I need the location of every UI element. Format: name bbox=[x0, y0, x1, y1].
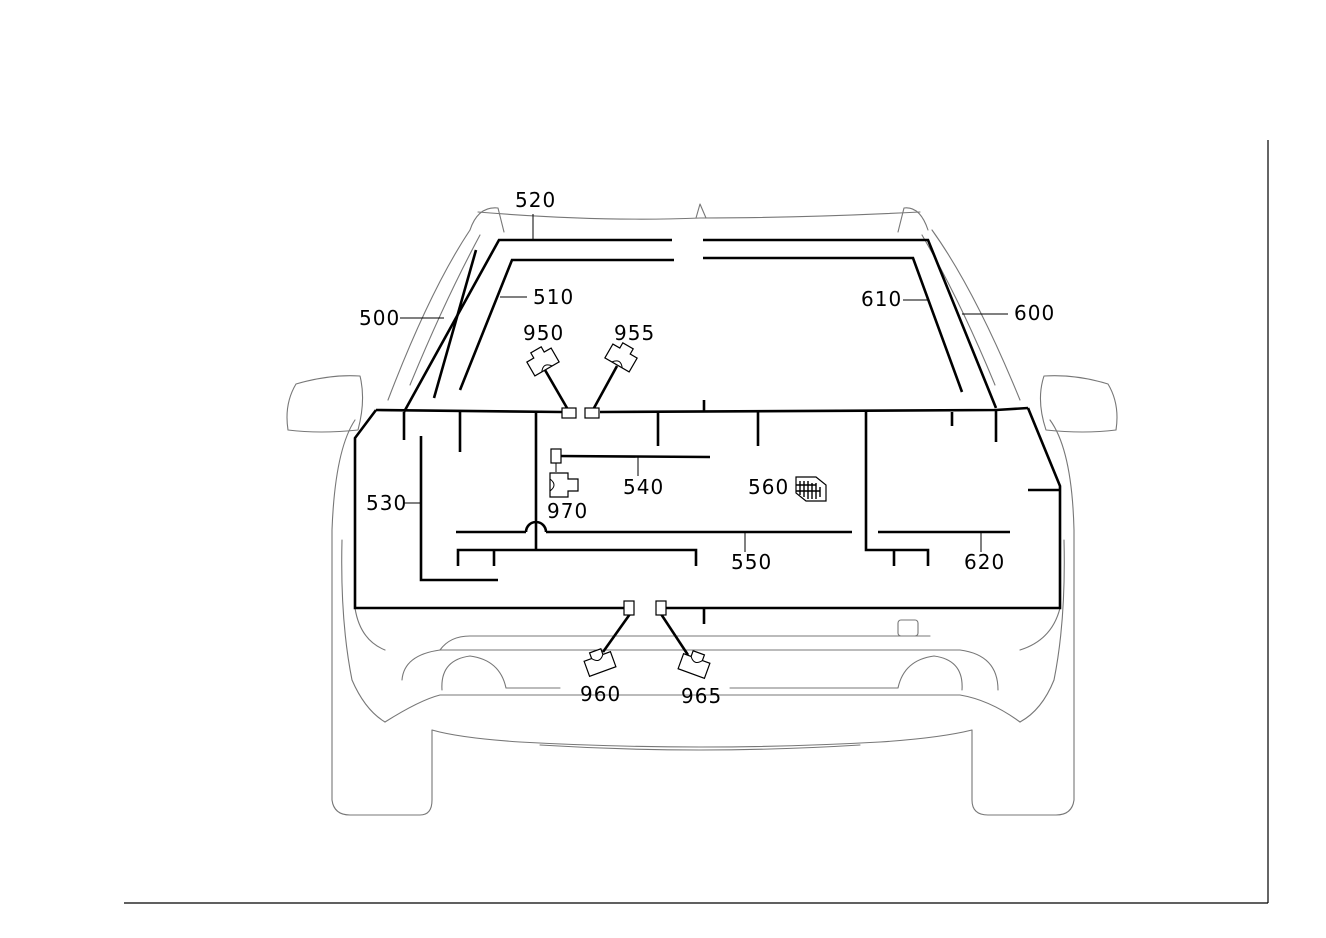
connector-540-plug bbox=[550, 448, 562, 464]
callout-970: 970 bbox=[547, 499, 588, 523]
callout-600: 600 bbox=[1014, 301, 1055, 325]
connector-950-icon bbox=[526, 346, 560, 377]
connector-965-plug bbox=[655, 600, 667, 616]
callout-950: 950 bbox=[523, 321, 564, 345]
harness-530 bbox=[353, 409, 624, 610]
callout-540: 540 bbox=[623, 475, 664, 499]
connector-950-plug bbox=[561, 407, 577, 419]
main-trunk bbox=[375, 406, 1029, 414]
callout-620: 620 bbox=[964, 550, 1005, 574]
callout-960: 960 bbox=[580, 682, 621, 706]
module-560-icon bbox=[795, 476, 827, 502]
connector-970-icon bbox=[549, 472, 579, 498]
harness-540 bbox=[557, 454, 711, 459]
connector-955-plug bbox=[584, 407, 600, 419]
callout-955: 955 bbox=[614, 321, 655, 345]
callout-520: 520 bbox=[515, 188, 556, 212]
harness-600 bbox=[665, 407, 1062, 610]
callout-500: 500 bbox=[359, 306, 400, 330]
callout-labels: 520 510 500 950 955 610 600 530 540 560 … bbox=[359, 188, 1055, 708]
connector-965-icon bbox=[677, 650, 711, 680]
callout-510: 510 bbox=[533, 285, 574, 309]
car-outline bbox=[286, 203, 1118, 816]
right-mirror bbox=[1039, 375, 1118, 433]
leader-lines bbox=[400, 214, 1008, 552]
harness-lines bbox=[353, 238, 1062, 656]
connector-960-icon bbox=[583, 648, 617, 678]
left-mirror bbox=[286, 375, 364, 433]
callout-610: 610 bbox=[861, 287, 902, 311]
harness-520 bbox=[402, 238, 672, 413]
harness-510 bbox=[458, 258, 674, 391]
connector-960-plug bbox=[623, 600, 635, 616]
callout-965: 965 bbox=[681, 684, 722, 708]
connector-955-icon bbox=[604, 342, 638, 373]
callout-550: 550 bbox=[731, 550, 772, 574]
callout-530: 530 bbox=[366, 491, 407, 515]
connectors bbox=[526, 342, 827, 680]
harness-500 bbox=[432, 249, 478, 399]
callout-560: 560 bbox=[748, 475, 789, 499]
page-frame bbox=[124, 140, 1269, 904]
